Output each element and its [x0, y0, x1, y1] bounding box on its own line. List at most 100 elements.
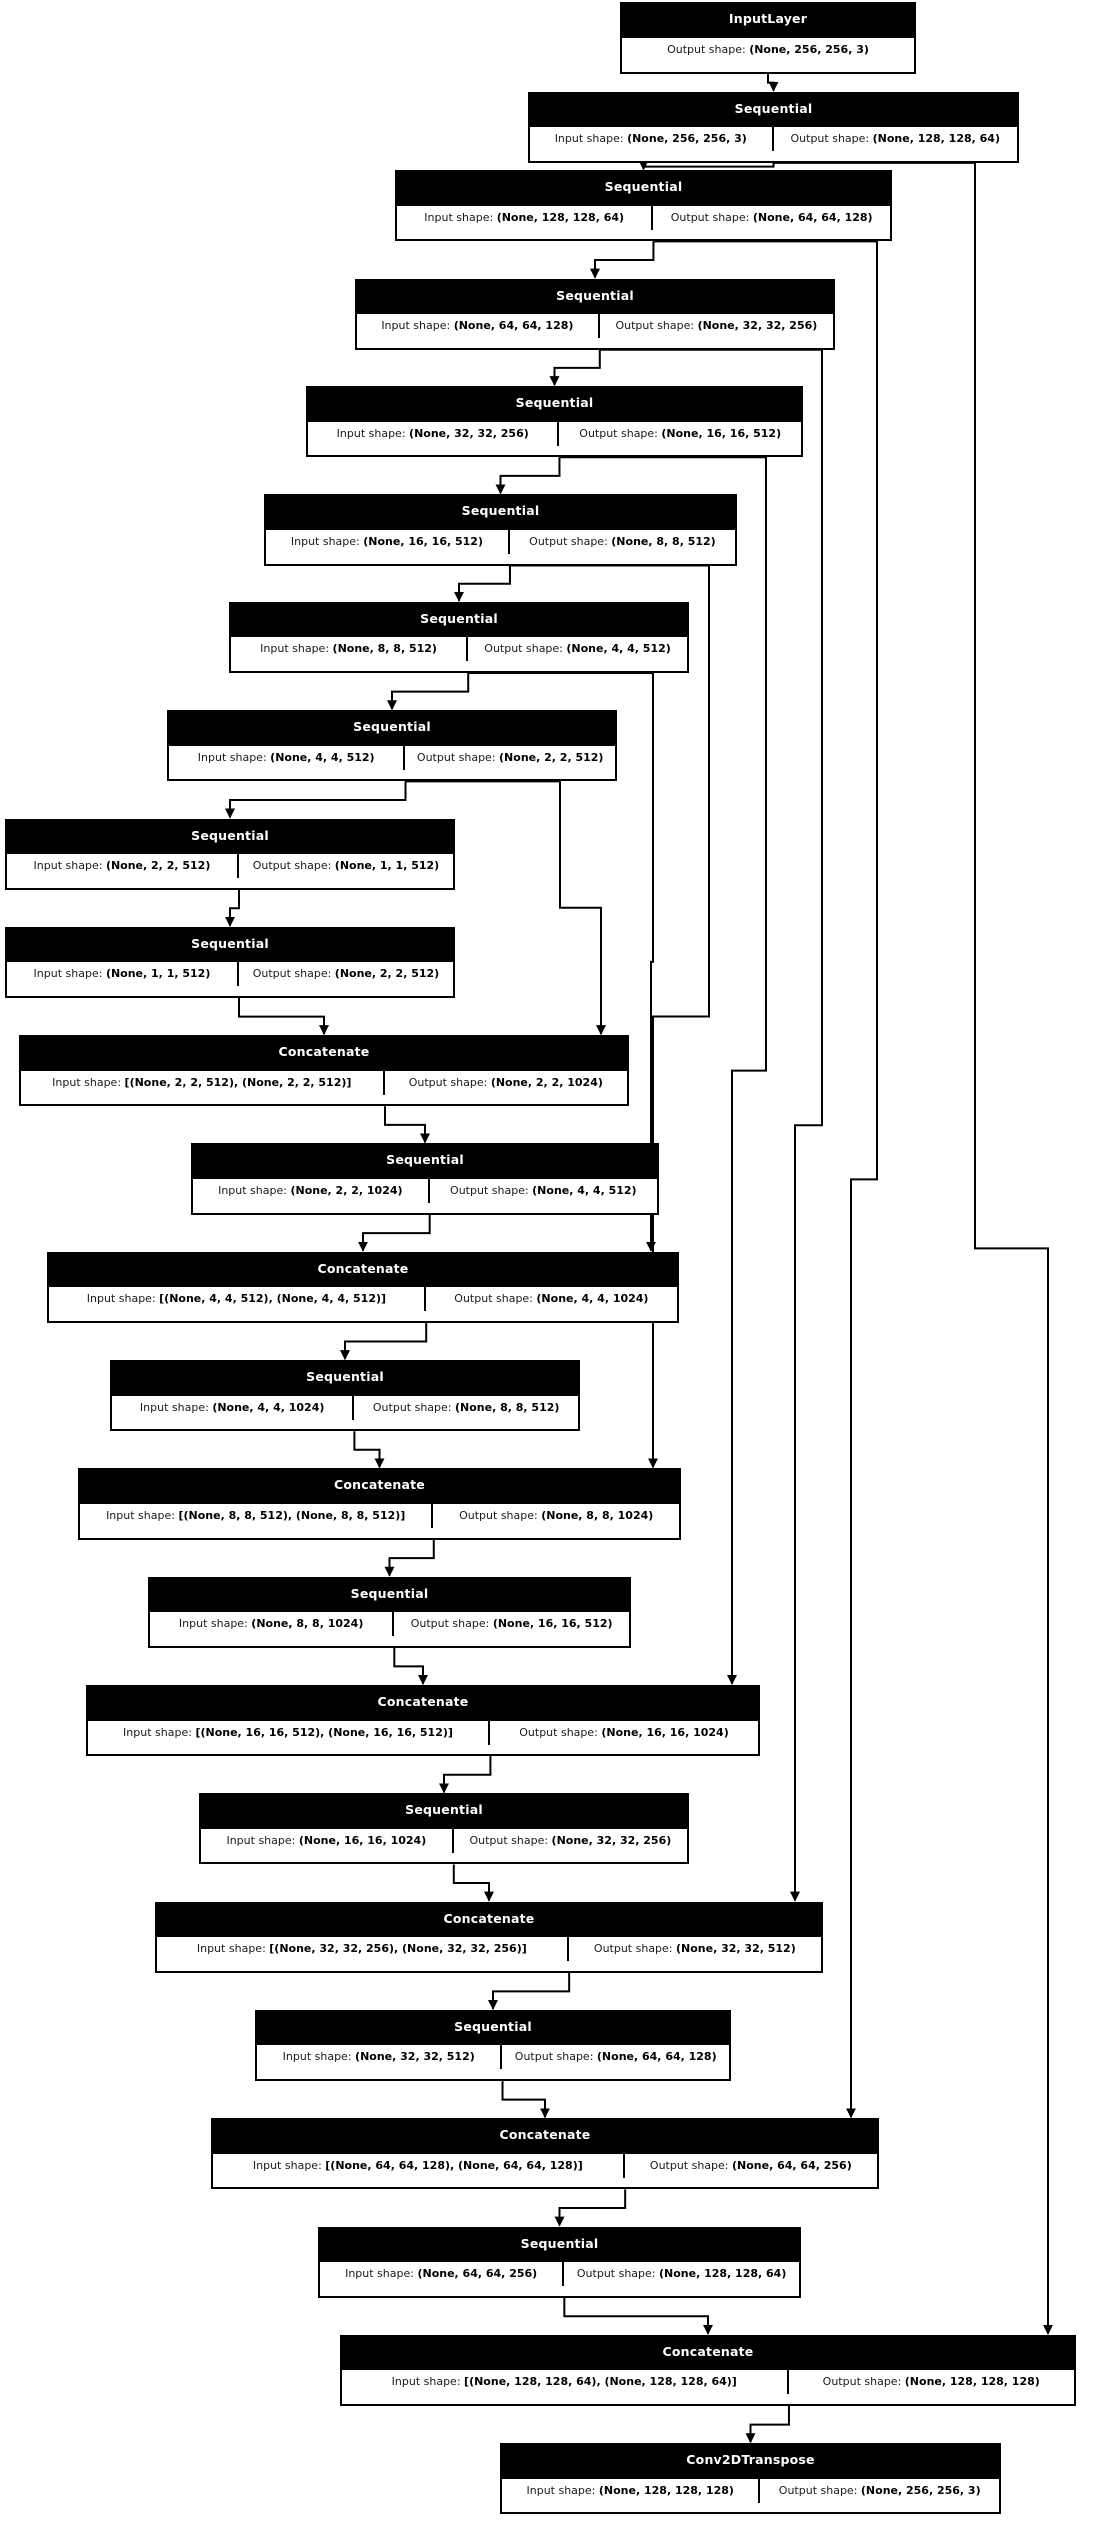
edge — [549, 349, 601, 387]
node-shape-row: Input shape: (None, 32, 32, 256) Output s… — [308, 419, 801, 446]
node-input-shape: Input shape: [(None, 64, 64, 128), (None… — [213, 2153, 625, 2178]
node-shape-row: Input shape: (None, 16, 16, 512)Output s… — [266, 527, 735, 554]
node-output-shape: Output shape: (None, 4, 4, 1024) — [454, 1292, 649, 1306]
node-type-label: Concatenate — [213, 2120, 877, 2152]
node-type-label: Sequential — [308, 388, 801, 420]
node-output-shape: Output shape: (None, 64, 64, 128) — [514, 2050, 717, 2064]
node-input-shape: Input shape: [(None, 8, 8, 512), (None, … — [80, 1503, 434, 1528]
edge — [452, 1864, 494, 1902]
node-shape-row: Input shape: (None, 4, 4, 512)Output sha… — [169, 743, 615, 770]
node-input-shape: Input shape: (None, 256, 256, 3) — [530, 127, 774, 152]
node-output-shape: Output shape: (None, 32, 32, 512) — [593, 1942, 796, 1956]
edge — [439, 1756, 492, 1794]
node-output-shape: Output shape: (None, 2, 2, 512) — [252, 967, 440, 981]
node-output-shape: Output shape: (None, 8, 8, 512) — [529, 534, 716, 548]
node-shape-row: Input shape: (None, 128, 128, 128) Output… — [502, 2476, 999, 2503]
node-shape-row: Input shape: (None, 2, 2, 512) Output sha… — [7, 852, 453, 879]
node-output-shape: Output shape: (None, 256, 256, 3) — [778, 2483, 981, 2497]
edge — [599, 348, 823, 1902]
node-input-shape: Input shape: (None, 2, 2, 1024) — [193, 1178, 430, 1203]
node-type-label: Sequential — [7, 928, 453, 961]
node-input-shape: Input shape: (None, 32, 32, 512) — [257, 2045, 503, 2070]
node-output-shape: Output shape: (None, 128, 128, 128) — [822, 2375, 1040, 2389]
edge — [353, 1431, 385, 1469]
node-output-shape: Output shape: (None, 128, 128, 64) — [790, 132, 1000, 146]
node-output-shape: Output shape: (None, 64, 64, 256) — [649, 2158, 852, 2172]
node-input-shape: Input shape: [(None, 4, 4, 512), (None, … — [49, 1287, 426, 1312]
node-shape-row: Input shape: (None, 64, 64, 256)Output s… — [320, 2260, 799, 2287]
node-output-shape: Output shape: (None, 4, 4, 512) — [484, 642, 671, 656]
node-type-label: Sequential — [201, 1795, 687, 1827]
edge — [563, 2297, 713, 2335]
node-shape-row: Input shape: (None, 4, 4, 1024)Output sh… — [112, 1393, 578, 1420]
edge — [554, 2189, 627, 2227]
node-input-shape: Input shape: [(None, 32, 32, 256), (None… — [157, 1937, 569, 1962]
node-input-shape: Input shape: [(None, 16, 16, 512), (None… — [88, 1720, 490, 1745]
node-type-label: Sequential — [530, 93, 1017, 126]
edge — [238, 997, 329, 1036]
node-type-label: Sequential — [231, 603, 687, 636]
node-shape-row: Input shape: [(None, 128, 128, 64), (Non… — [342, 2368, 1074, 2395]
node-shape-row: Input shape: (None, 8, 8, 1024)Output sh… — [150, 1610, 629, 1637]
node-shape-row: Input shape: (None, 64, 64, 128) Output s… — [357, 312, 833, 339]
node-type-label: Sequential — [193, 1145, 657, 1177]
node-shape-row: Input shape: (None, 32, 32, 512) Output s… — [257, 2043, 729, 2070]
node-output-shape: Output shape: (None, 32, 32, 256) — [469, 1833, 672, 1847]
node-type-label: Sequential — [257, 2011, 729, 2044]
node-input-shape: Input shape: (None, 64, 64, 256) — [320, 2262, 565, 2287]
node-shape-row: Input shape: (None, 1, 1, 512) Output sha… — [7, 960, 453, 987]
node-shape-row: Input shape: [(None, 16, 16, 512), (None… — [88, 1718, 758, 1745]
edge — [745, 2406, 790, 2444]
node-type-label: Sequential — [357, 280, 833, 313]
edge — [767, 73, 779, 92]
node-type-label: Concatenate — [88, 1687, 758, 1719]
node-shape-row: Input shape: (None, 128, 128, 64)Output … — [397, 203, 890, 230]
node-type-label: Sequential — [320, 2228, 799, 2261]
edge — [340, 1322, 428, 1361]
node-type-label: InputLayer — [622, 4, 914, 36]
node-type-label: Sequential — [7, 820, 453, 853]
node-input-shape: Input shape: (None, 64, 64, 128) — [357, 314, 600, 339]
node-input-shape: Input shape: (None, 1, 1, 512) — [7, 962, 239, 987]
node-output-shape: Output shape: (None, 4, 4, 512) — [450, 1183, 637, 1197]
node-shape-row: Input shape: [(None, 8, 8, 512), (None, … — [80, 1501, 679, 1528]
node-input-shape: Input shape: (None, 128, 128, 128) — [502, 2478, 761, 2503]
node-output-shape: Output shape: (None, 32, 32, 256) — [615, 319, 818, 333]
node-shape-row: Input shape: (None, 256, 256, 3) Output s… — [530, 125, 1017, 152]
node-output-shape: Output shape: (None, 16, 16, 512) — [579, 426, 782, 440]
edge — [225, 889, 240, 927]
node-shape-row: Input shape: [(None, 4, 4, 512), (None, … — [49, 1285, 677, 1312]
node-type-label: Concatenate — [157, 1903, 821, 1936]
node-shape-row: Input shape: (None, 16, 16, 1024)Output … — [201, 1826, 687, 1853]
node-output-shape: Output shape: (None, 16, 16, 1024) — [519, 1725, 729, 1739]
node-type-label: Conv2DTranspose — [502, 2445, 999, 2477]
node-input-shape: Input shape: (None, 2, 2, 512) — [7, 854, 239, 879]
node-type-label: Concatenate — [80, 1470, 679, 1502]
node-input-shape: Input shape: (None, 32, 32, 256) — [308, 421, 560, 446]
node-output-shape: Output shape: (None, 256, 256, 3) — [667, 42, 869, 56]
node-output-shape: Output shape: (None, 1, 1, 512) — [252, 859, 440, 873]
edge — [501, 2081, 550, 2119]
node-type-label: Concatenate — [21, 1037, 627, 1069]
edge — [590, 241, 655, 279]
node-input-shape: Input shape: (None, 128, 128, 64) — [397, 205, 654, 230]
node-output-shape: Output shape: (None, 8, 8, 1024) — [459, 1508, 654, 1522]
node-output-shape: Output shape: (None, 2, 2, 512) — [416, 750, 604, 764]
